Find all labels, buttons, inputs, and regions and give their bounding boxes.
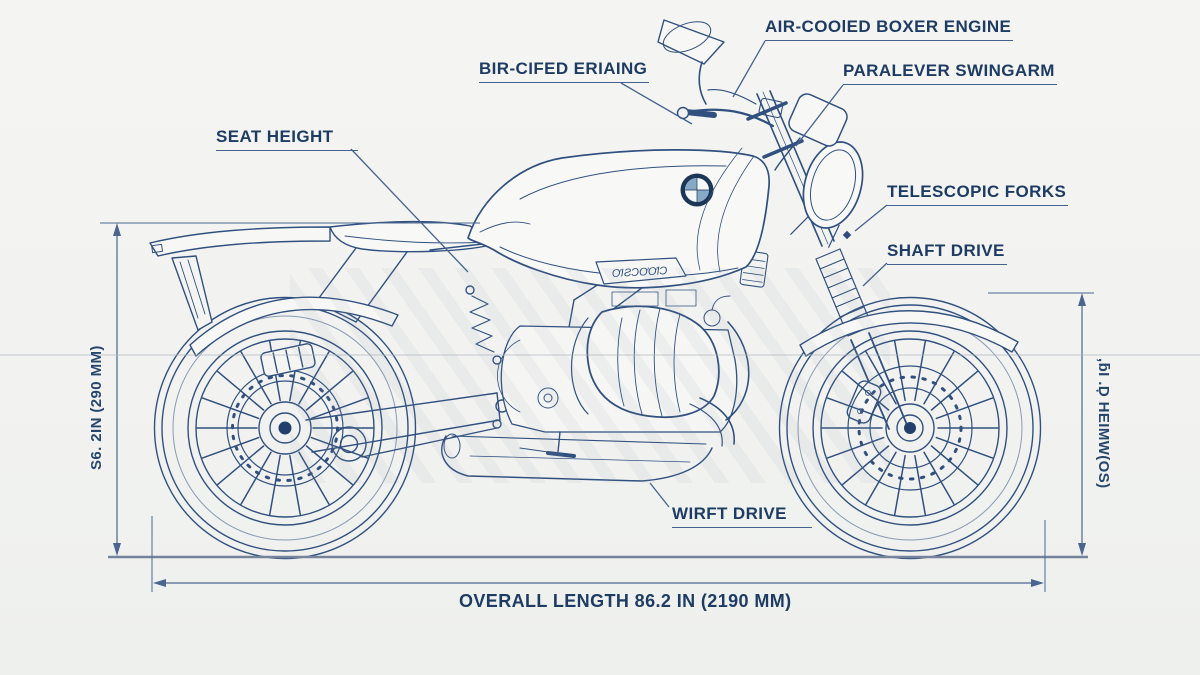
leader-air-cooled <box>732 40 766 98</box>
leader-telescopic <box>854 204 888 232</box>
tail-light <box>151 243 164 254</box>
label-bir-cifed-eriaing: BIR-CIFED ERIAING <box>479 59 650 83</box>
leader-wirft-drive <box>649 482 670 508</box>
leader-paralever <box>795 84 844 147</box>
label-paralever-swingarm: PARALEVER SWINGARM <box>843 61 1057 85</box>
label-seat-height: SEAT HEIGHT <box>216 127 359 151</box>
leader-diamond-marker <box>842 230 852 240</box>
left-height-text: S6. 2IN (290 MM) <box>88 345 105 470</box>
leader-shaft-drive <box>862 262 888 287</box>
front-axle <box>904 422 916 434</box>
mirror-stalk <box>698 61 707 105</box>
label-wirft-drive: WIRFT DRIVE <box>672 504 812 528</box>
front-wheel <box>778 296 1042 560</box>
overall-length-dimension <box>151 516 1046 592</box>
side-panel <box>595 257 687 285</box>
side-panel-badge-text: ƠIƧƆƠƠƖƆ <box>612 265 668 280</box>
brake-lever <box>707 88 757 105</box>
handlebar-assembly <box>657 19 848 273</box>
paper-crease <box>0 354 1200 356</box>
leader-seat-height <box>350 148 469 273</box>
rear-axle <box>278 421 292 435</box>
tail-section <box>149 226 399 357</box>
bar-end-mirror-left <box>657 19 725 65</box>
rear-brake-caliper <box>260 343 316 377</box>
headlight <box>790 141 864 248</box>
mud-flap <box>171 255 213 331</box>
torque-arm <box>361 427 498 458</box>
boxer-engine <box>497 289 750 458</box>
overall-length-text: OVERALL LENGTH 86.2 IN (2190 MM) <box>459 591 792 611</box>
front-fender <box>799 310 1019 357</box>
cable <box>696 147 743 271</box>
rear-fender <box>189 296 399 357</box>
bar-end-mirror-right <box>788 93 848 147</box>
label-shaft-drive: SHAFT DRIVE <box>887 241 1007 265</box>
leader-lines <box>350 40 888 508</box>
cable <box>717 155 755 273</box>
label-air-cooled-boxer-engine: AIR-COOlED BOXER ENGINE <box>765 17 1014 41</box>
right-height-dimension <box>988 292 1094 556</box>
fuel-tank: ƠIƧƆƠƠƖƆ <box>467 149 770 289</box>
rear-shock <box>465 285 502 365</box>
right-height-text: ,ƃI .Ḑ HEIMW(OS) <box>1095 358 1112 489</box>
label-telescopic-forks: TELESCOPIC FORKS <box>887 182 1069 206</box>
foot-peg <box>546 451 576 458</box>
paralever-swingarm <box>305 392 509 462</box>
final-drive-housing <box>331 426 367 462</box>
bmw-roundel <box>680 173 714 207</box>
dimension-lines <box>100 222 1094 592</box>
tail-fender <box>149 226 331 257</box>
seat <box>329 220 499 253</box>
master-cylinder <box>758 97 784 119</box>
front-brake-disc <box>847 365 973 491</box>
leader-bir-cifed <box>620 82 693 125</box>
engine-guard <box>725 321 750 421</box>
rear-wheel <box>153 296 417 560</box>
muffler <box>441 435 713 482</box>
left-height-dimension <box>100 222 480 556</box>
grip <box>683 109 717 118</box>
exhaust-system <box>441 397 735 482</box>
